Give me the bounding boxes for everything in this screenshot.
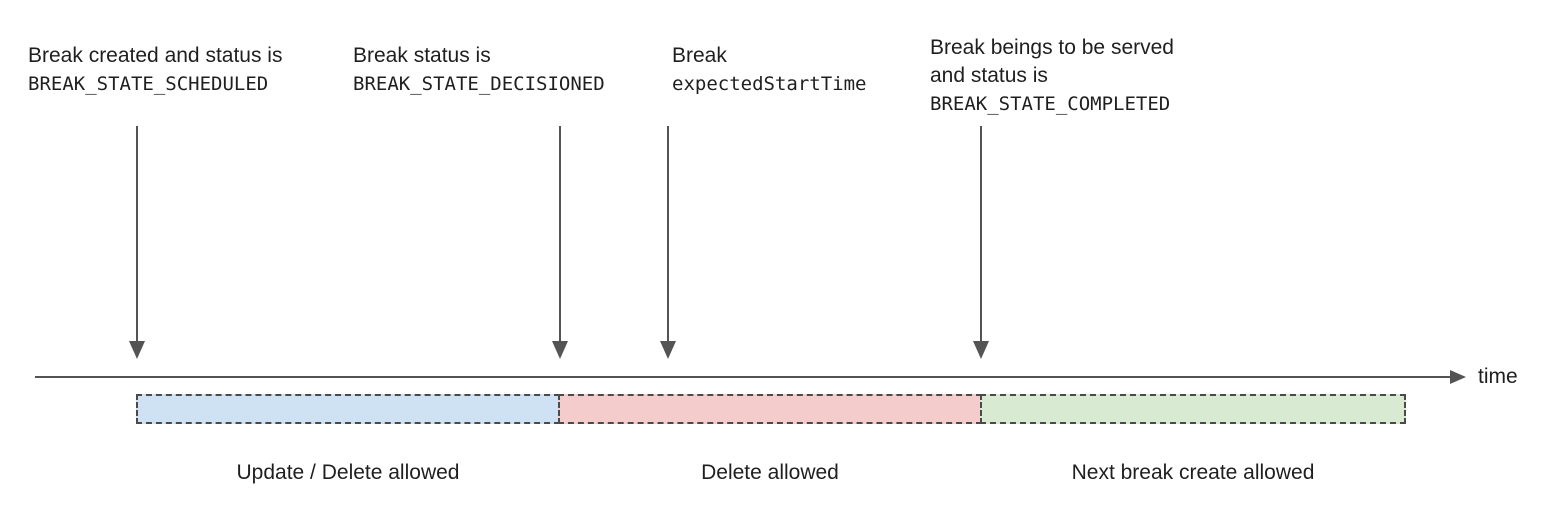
annotation-expected-start-time: Break expectedStartTime [672, 42, 866, 98]
annotation-break-decisioned: Break status is BREAK_STATE_DECISIONED [353, 42, 605, 98]
event-arrow-decisioned [552, 126, 568, 359]
event-arrow-scheduled [129, 126, 145, 359]
annotation-code: expectedStartTime [672, 73, 867, 95]
arrow-down-icon [552, 341, 568, 359]
time-axis-label: time [1478, 365, 1518, 388]
annotation-text: Break beings to be served [930, 36, 1174, 59]
annotation-code: BREAK_STATE_DECISIONED [353, 73, 605, 95]
segment-delete-allowed [558, 394, 982, 424]
timeline-axis [35, 376, 1451, 378]
segment-next-break-create-allowed [980, 394, 1406, 424]
segment-label-delete: Delete allowed [701, 461, 839, 484]
arrow-down-icon [660, 341, 676, 359]
annotation-code: BREAK_STATE_SCHEDULED [28, 73, 269, 95]
segment-update-delete-allowed [136, 394, 560, 424]
segment-label-update-delete: Update / Delete allowed [236, 461, 460, 484]
arrow-down-icon [129, 341, 145, 359]
annotation-text: Break [672, 44, 727, 67]
segment-label-next-break-create: Next break create allowed [1071, 461, 1315, 484]
annotation-break-created: Break created and status is BREAK_STATE_… [28, 42, 282, 98]
annotation-break-completed: Break beings to be served and status is … [930, 34, 1174, 118]
event-arrow-completed [973, 126, 989, 359]
annotation-code: BREAK_STATE_COMPLETED [930, 93, 1171, 115]
arrow-down-icon [973, 341, 989, 359]
event-arrow-expected-start [660, 126, 676, 359]
arrow-right-icon [1450, 370, 1466, 384]
annotation-text: and status is [930, 64, 1048, 87]
annotation-text: Break status is [353, 44, 491, 67]
annotation-text: Break created and status is [28, 44, 283, 67]
